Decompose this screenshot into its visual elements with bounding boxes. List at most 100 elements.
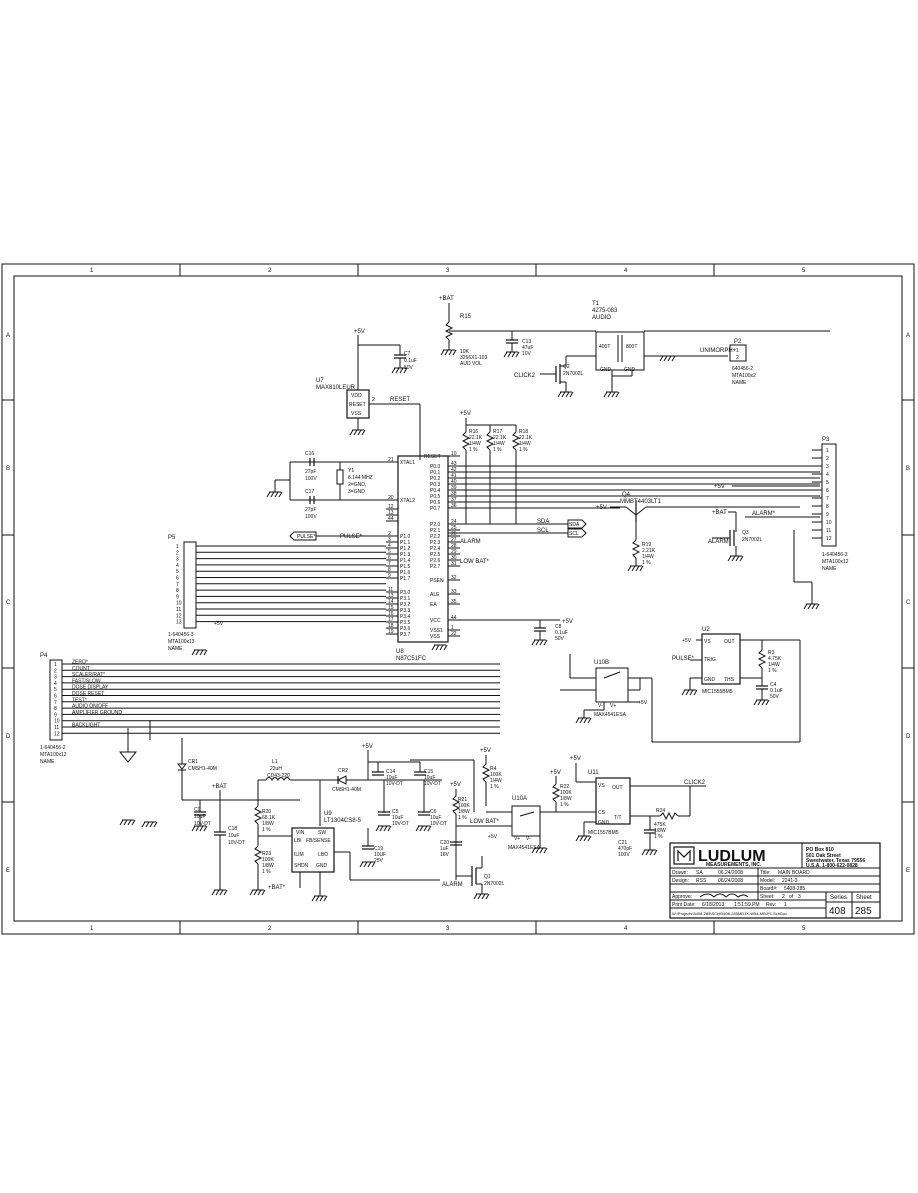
p4-signal-label: SCALER/RAT* <box>72 672 105 678</box>
c15-volt: 10V-DT <box>424 781 441 787</box>
r23-tol: 1 % <box>262 869 271 875</box>
r15-ref: R15 <box>460 314 472 320</box>
u11-pin-cs: CS <box>598 810 606 816</box>
c6-volt: 10V-DT <box>430 821 447 827</box>
u8-pin-name: P1.3 <box>400 552 411 558</box>
c5-volt: 10V-DT <box>392 821 409 827</box>
u10a-part: MAX4541ESA <box>508 845 541 851</box>
row-label-left: E <box>6 868 10 874</box>
u8-pin-number: 33 <box>451 589 457 595</box>
wire <box>583 717 588 724</box>
design-date: 06/24/2008 <box>718 878 743 884</box>
u8-pin-number: 36 <box>451 503 457 509</box>
ludlum-logo-icon <box>677 849 691 861</box>
u8-pin-name: XTAL2 <box>400 498 415 504</box>
c18-volt: 10V-DT <box>228 840 245 846</box>
rev-label: Rev: <box>766 902 776 908</box>
supply-bat-label: +BAT <box>212 784 227 790</box>
u8-pin-number: 18 <box>388 623 394 629</box>
p5-pin-number: 11 <box>176 607 181 613</box>
r22-watt: 1/8W <box>560 796 572 802</box>
c5-val: 10uF <box>392 815 403 821</box>
r3-ref: R3 <box>768 650 775 656</box>
sheet-of: of <box>789 894 794 900</box>
address-line: U.S.A. 1-800-622-0828 <box>806 863 858 869</box>
wire <box>753 699 758 706</box>
r22-val: 100K <box>560 790 572 796</box>
wire <box>199 649 204 656</box>
u8-pin-number: 21 <box>388 457 394 463</box>
wire <box>149 821 154 828</box>
r23-ref: R23 <box>262 851 271 857</box>
c21-volt: 100V <box>618 852 630 858</box>
r16-val: 22.1K <box>469 435 483 441</box>
c9-val: 10uF <box>194 814 205 820</box>
u8-pin-number: 5 <box>388 549 391 555</box>
u8-pin-name: PSEN <box>430 578 444 584</box>
u10a-vp: V+ <box>514 836 520 842</box>
u8-pin-name: P0.2 <box>430 476 441 482</box>
r21-tol: 1 % <box>458 815 467 821</box>
c8-val: 0.1uF <box>555 630 568 636</box>
wire <box>363 861 368 868</box>
ground-icon <box>391 367 408 374</box>
c21-ref: C21 <box>618 840 627 846</box>
c13-ref: C13 <box>522 339 531 345</box>
net-scl-label: SCL <box>537 528 549 534</box>
q4-part: MMBT4403LT1 <box>620 499 662 505</box>
p3-vcc-label: +5V <box>714 484 725 490</box>
wire <box>195 825 200 832</box>
col-label-bottom: 2 <box>268 926 272 932</box>
p5-pin-number: 8 <box>176 588 179 594</box>
border-row-labels: A B C D E A B C D E <box>6 333 911 874</box>
c7-val: 0.1uF <box>404 358 417 364</box>
p3-pin-number: 12 <box>826 536 832 542</box>
r23-watt: 1/8W <box>262 863 274 869</box>
print-date-label: Print Date: <box>672 902 696 908</box>
wire <box>153 821 158 828</box>
r18-val: 22.1K <box>519 435 533 441</box>
wire <box>561 391 566 398</box>
wire <box>693 689 698 696</box>
u8-pin-name: P0.6 <box>430 500 441 506</box>
u7-pin-num: 2 <box>372 397 375 403</box>
sheet-number-label: Sheet <box>856 895 872 901</box>
u8-pin-number: 11 <box>388 587 393 593</box>
col-label-top: 2 <box>268 268 272 274</box>
p3-name: NAME <box>822 566 837 572</box>
c7-capacitor: C7 0.1uF 50V <box>394 345 417 371</box>
p4-pin-number: 6 <box>54 694 57 700</box>
wire <box>249 889 254 896</box>
u8-pin-number: 1 <box>451 625 454 631</box>
drawn-label: Drawn: <box>672 870 688 876</box>
u10b-vp: V+ <box>610 703 616 709</box>
u2-part: MIC1555BM5 <box>702 689 733 695</box>
p5-pin-number: 1 <box>176 544 179 550</box>
wire <box>375 825 380 832</box>
u8-part: N87C51FC <box>396 656 427 662</box>
u8-pin-number: 22 <box>451 631 457 637</box>
col-label-top: 5 <box>802 268 806 274</box>
wire <box>575 835 580 842</box>
ground-icon <box>211 889 228 896</box>
r24-watt: 1/8W <box>654 828 666 834</box>
c18-ref: C18 <box>228 826 237 832</box>
u8-pin-number: 26 <box>451 531 457 537</box>
resistor-r17 <box>485 431 495 451</box>
wire <box>761 699 766 706</box>
p3-pin-number: 6 <box>826 488 829 494</box>
p3-pin-number: 9 <box>826 512 829 518</box>
u9-pin-vin: VIN <box>296 830 305 836</box>
u11-part: MIC1557BM5 <box>588 830 619 836</box>
r15-part: 3266X1-103 <box>460 355 487 361</box>
c8-vcc-label: +5V <box>562 619 573 625</box>
u10a-ref: U10A <box>512 796 527 802</box>
p3-pin-number: 7 <box>826 496 829 502</box>
ground-icon <box>575 835 592 842</box>
t1-ref: T1 <box>592 301 600 307</box>
wire <box>641 849 646 856</box>
t1-gnd2: GND <box>624 367 636 373</box>
company-logo-text: LUDLUM <box>698 848 766 865</box>
alarm-driver-section: Q4 MMBT4403LT1 +5V R19 2.21K 1/4W 1 % +B… <box>596 484 820 566</box>
